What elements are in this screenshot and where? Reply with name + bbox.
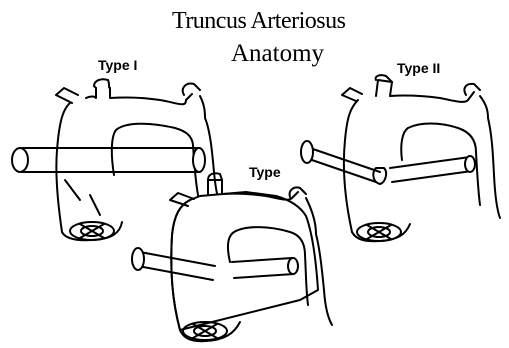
heart-2-left-tube-end: [301, 141, 313, 163]
heart-type-3: [132, 173, 332, 341]
heart-type-2: [301, 75, 500, 241]
label-type-3: Type: [249, 164, 281, 180]
heart-1-dashed: [65, 180, 100, 215]
heart-2-vessels: [342, 75, 480, 101]
label-type-2: Type II: [397, 60, 440, 76]
heart-1-tube-right-end: [193, 148, 205, 172]
heart-1-tube-left-end: [12, 148, 28, 172]
heart-3-right-tube-end: [288, 258, 298, 274]
heart-3-left-tube-end: [132, 248, 144, 270]
heart-1-vessels: [56, 79, 200, 103]
heart-2-tube-junction: [373, 168, 386, 184]
label-type-1: Type I: [98, 57, 137, 73]
heart-2-right-tube-end: [465, 156, 475, 172]
